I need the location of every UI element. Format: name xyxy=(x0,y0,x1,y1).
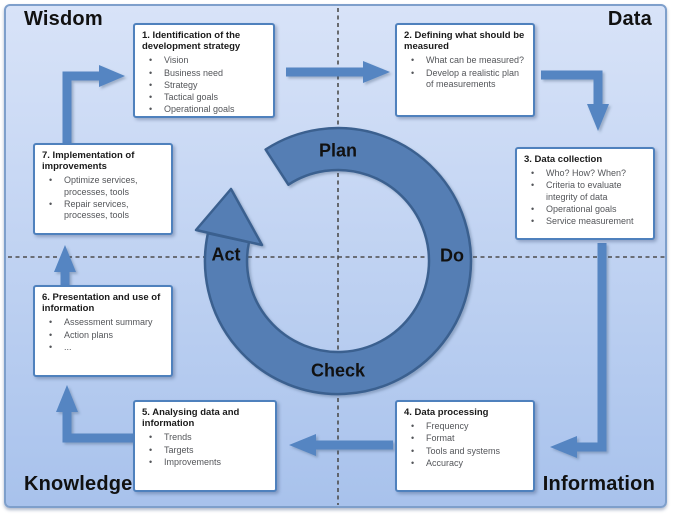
bullet-item: Tactical goals xyxy=(142,92,267,104)
connector-arrow-5-to-6 xyxy=(56,385,133,443)
bullet-item: Service measurement xyxy=(524,216,647,228)
bullet-item: Who? How? When? xyxy=(524,168,647,180)
bullet-item: Optimize services, processes, tools xyxy=(42,175,165,198)
bullet-item: Business need xyxy=(142,68,267,80)
bullet-item: Tools and systems xyxy=(404,446,527,458)
connector-arrow-6-to-7 xyxy=(54,245,76,286)
bullet-item: Operational goals xyxy=(524,204,647,216)
bullet-item: Develop a realistic plan of measurements xyxy=(404,68,527,91)
bullet-item: Strategy xyxy=(142,80,267,92)
step-box-4-data-processing: 4. Data processing FrequencyFormatTools … xyxy=(395,400,535,492)
step-bullets: TrendsTargetsImprovements xyxy=(142,432,269,468)
bullet-item: Action plans xyxy=(42,330,165,342)
step-title: 7. Implementation of improvements xyxy=(42,150,135,173)
connector-arrow-7-to-1 xyxy=(62,65,125,144)
pdca-cycle-arrow xyxy=(194,126,473,396)
diagram-background-panel xyxy=(4,4,667,508)
bullet-item: Repair services, processes, tools xyxy=(42,199,165,222)
step-box-7-implementation: 7. Implementation of improvements Optimi… xyxy=(33,143,173,235)
quadrant-label-wisdom: Wisdom xyxy=(24,8,103,30)
connector-arrow-1-to-2 xyxy=(286,61,390,83)
step-box-5-analysing: 5. Analysing data and information Trends… xyxy=(133,400,277,492)
quadrant-label-information: Information xyxy=(542,473,655,495)
connector-arrow-3-to-4 xyxy=(550,243,607,458)
step-bullets: Optimize services, processes, toolsRepai… xyxy=(42,175,165,221)
connector-arrow-4-to-5 xyxy=(289,434,393,456)
step-box-2-defining: 2. Defining what should be measured What… xyxy=(395,23,535,117)
step-bullets: FrequencyFormatTools and systemsAccuracy xyxy=(404,421,527,469)
bullet-item: What can be measured? xyxy=(404,55,527,67)
step-box-6-presentation: 6. Presentation and use of information A… xyxy=(33,285,173,377)
quadrant-label-knowledge: Knowledge xyxy=(24,473,133,495)
bullet-item: Trends xyxy=(142,432,269,444)
bullet-item: Assessment summary xyxy=(42,317,165,329)
pdca-ring-band xyxy=(203,126,473,396)
step-title: 3. Data collection xyxy=(524,154,603,165)
cycle-label-do: Do xyxy=(440,245,464,266)
bullet-item: Criteria to evaluate integrity of data xyxy=(524,180,647,203)
step-box-3-data-collection: 3. Data collection Who? How? When?Criter… xyxy=(515,147,655,240)
step-title: 4. Data processing xyxy=(404,407,489,418)
step-box-1-identification: 1. Identification of the development str… xyxy=(133,23,275,118)
step-title: 6. Presentation and use of information xyxy=(42,292,161,315)
bullet-item: Format xyxy=(404,433,527,445)
step-title: 2. Defining what should be measured xyxy=(404,30,525,53)
cycle-label-act: Act xyxy=(211,244,241,265)
cycle-label-plan: Plan xyxy=(318,140,358,161)
pdca-ring-arrowhead xyxy=(194,187,264,247)
bullet-item: Accuracy xyxy=(404,458,527,470)
bullet-item: Improvements xyxy=(142,457,269,469)
bullet-item: Vision xyxy=(142,55,267,67)
step-bullets: What can be measured?Develop a realistic… xyxy=(404,55,527,90)
step-title: 1. Identification of the development str… xyxy=(142,30,241,53)
step-bullets: Who? How? When?Criteria to evaluate inte… xyxy=(524,168,647,228)
step-bullets: Assessment summaryAction plans... xyxy=(42,317,165,353)
step-bullets: VisionBusiness needStrategyTactical goal… xyxy=(142,55,267,116)
quadrant-label-data: Data xyxy=(607,8,652,30)
bullet-item: Frequency xyxy=(404,421,527,433)
cycle-label-check: Check xyxy=(310,360,366,381)
step-title: 5. Analysing data and information xyxy=(142,407,240,430)
bullet-item: Operational goals xyxy=(142,104,267,116)
bullet-item: Targets xyxy=(142,445,269,457)
bullet-item: ... xyxy=(42,342,165,354)
connector-arrow-2-to-3 xyxy=(541,70,609,131)
